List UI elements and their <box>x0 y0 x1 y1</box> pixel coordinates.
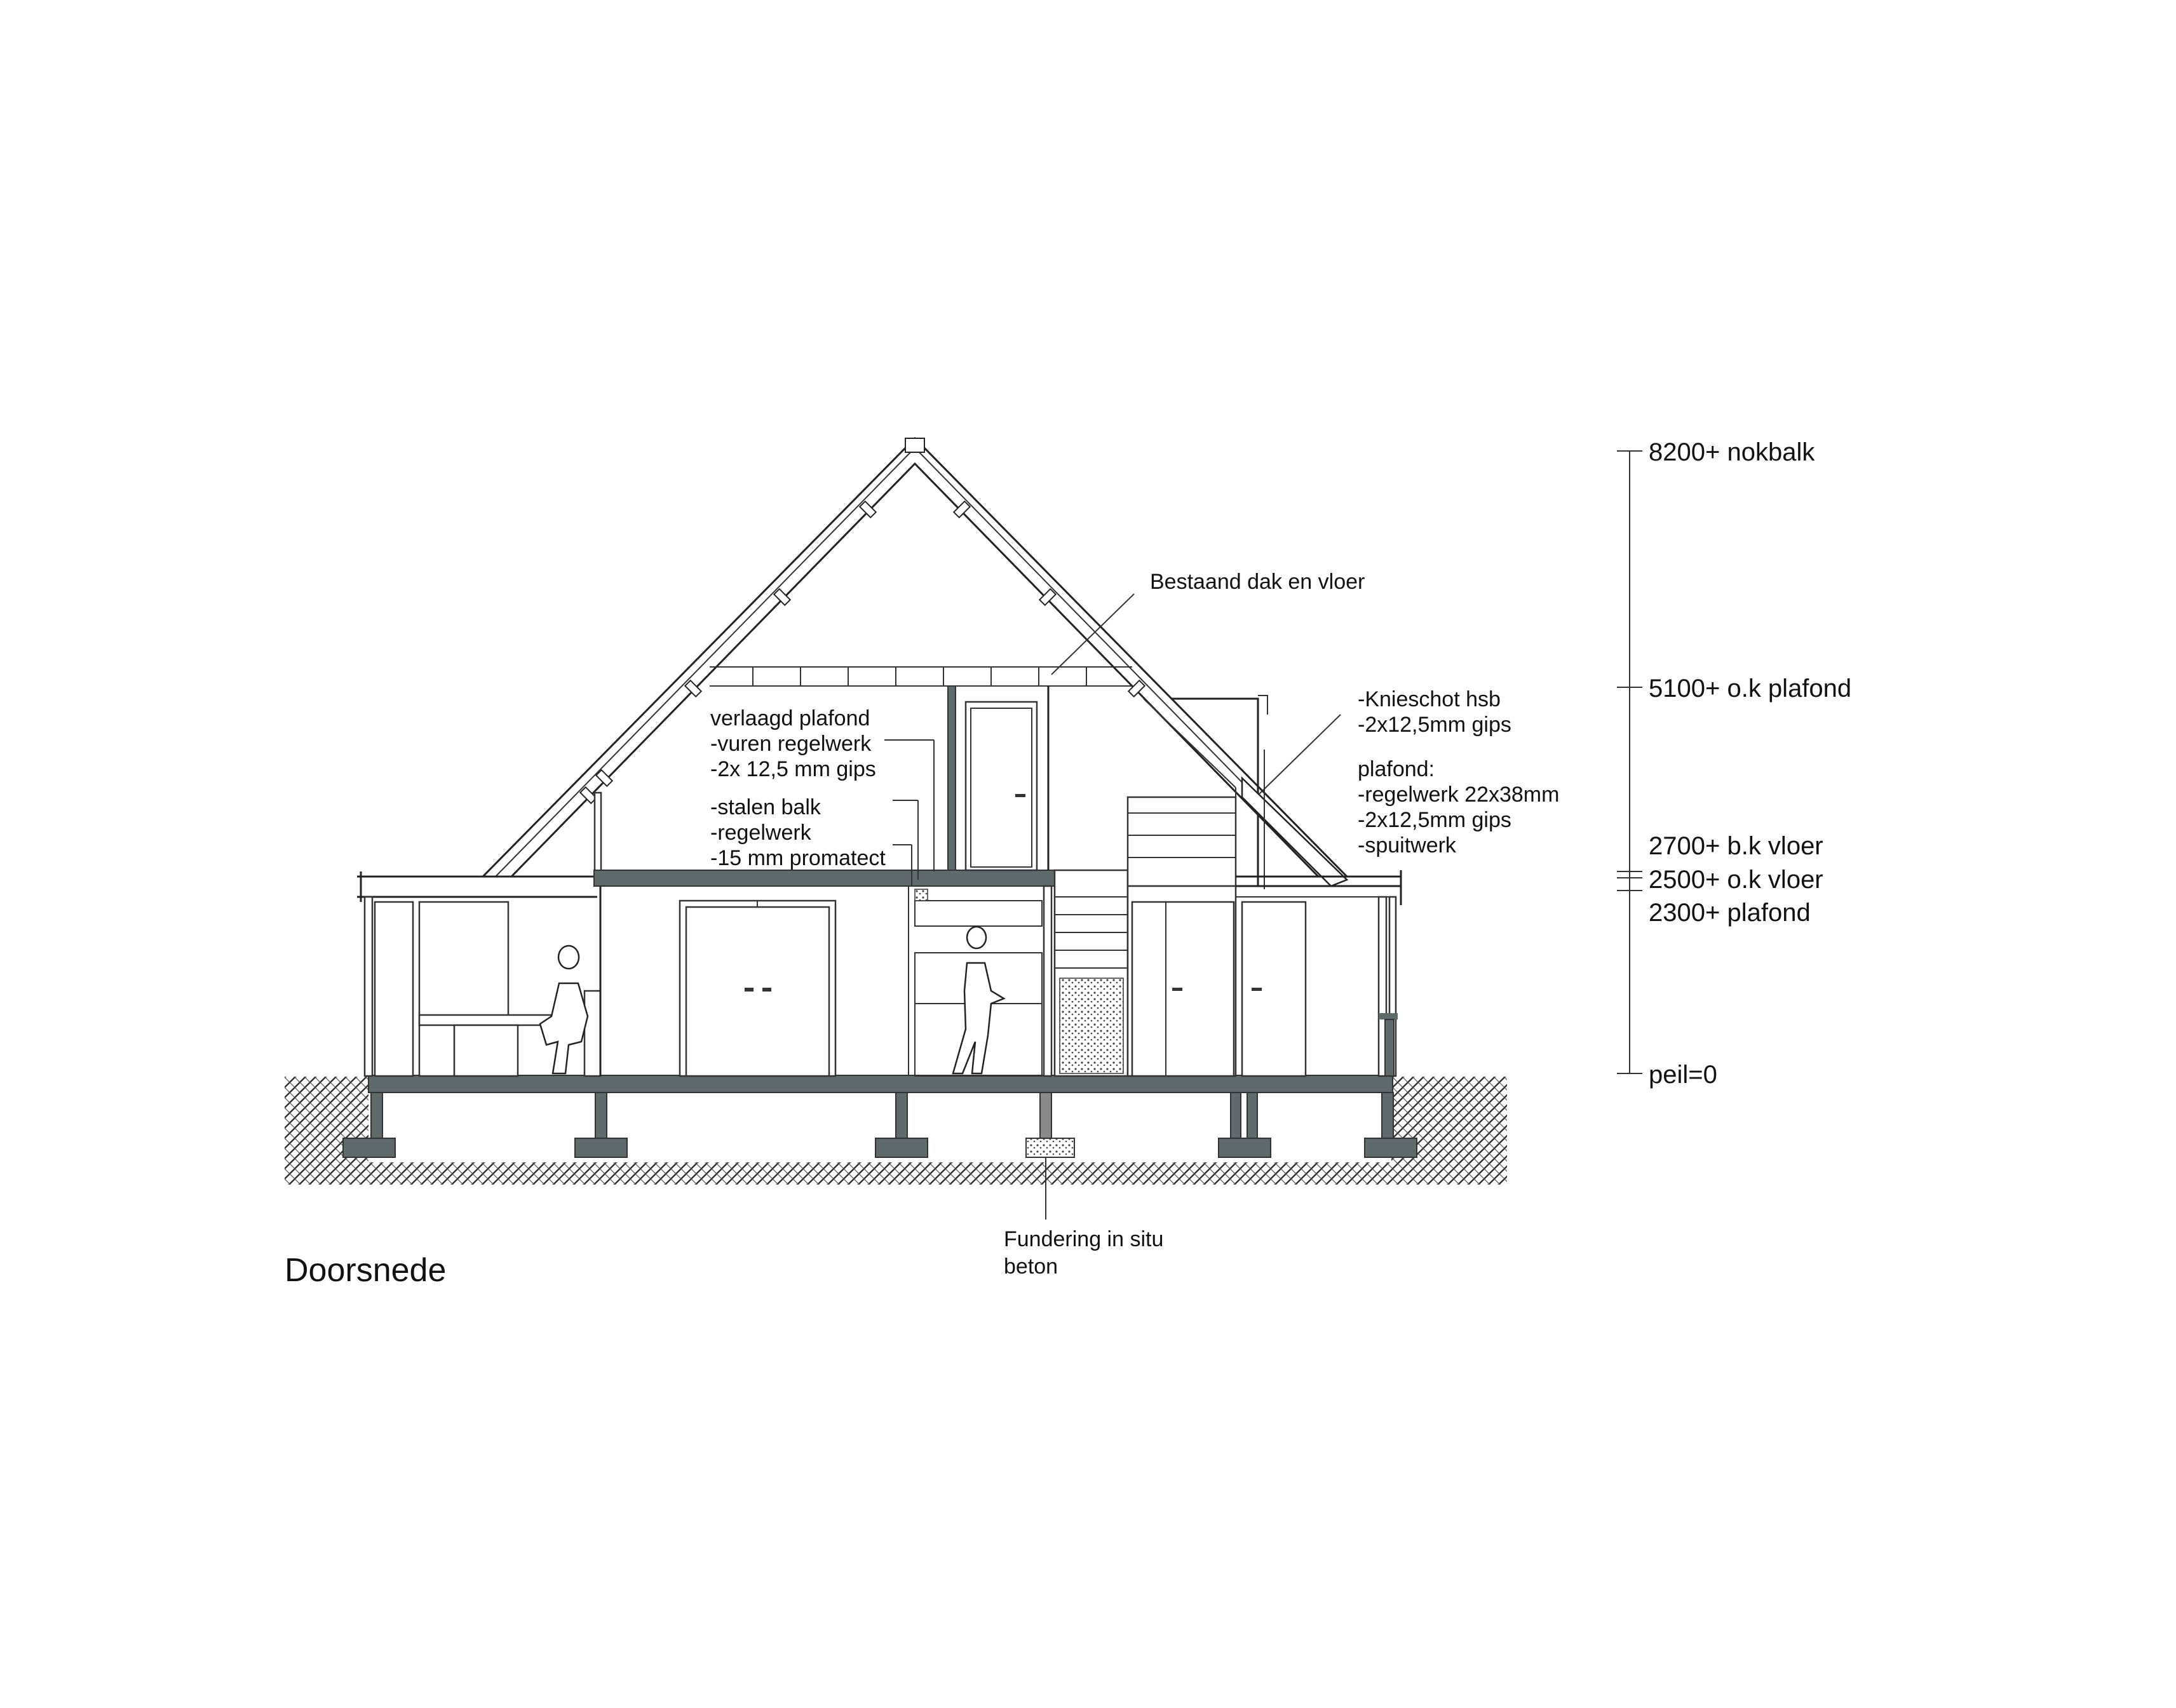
note-plafond: plafond: -regelwerk 22x38mm -2x12,5mm gi… <box>1358 757 1559 857</box>
svg-text:-stalen balk: -stalen balk <box>710 795 821 819</box>
ground-floor-slab <box>368 1075 1393 1093</box>
note-knieschot: -Knieschot hsb -2x12,5mm gips <box>1358 687 1511 737</box>
level-ok-vloer: 2500+ o.k vloer <box>1649 866 1823 894</box>
svg-text:verlaagd plafond: verlaagd plafond <box>710 706 870 730</box>
main-volume <box>593 685 1055 1077</box>
svg-text:-regelwerk 22x38mm: -regelwerk 22x38mm <box>1358 783 1559 807</box>
level-nokbalk: 8200+ nokbalk <box>1649 438 1815 466</box>
level-bk-vloer: 2700+ b.k vloer <box>1649 832 1823 860</box>
note-fundering: Fundering in situ beton <box>1004 1227 1163 1279</box>
svg-text:-2x12,5mm gips: -2x12,5mm gips <box>1358 713 1511 737</box>
svg-text:-15 mm promatect: -15 mm promatect <box>710 846 886 870</box>
level-ok-plafond: 5100+ o.k plafond <box>1649 675 1851 703</box>
level-plafond: 2300+ plafond <box>1649 899 1811 927</box>
svg-text:-regelwerk: -regelwerk <box>710 821 812 845</box>
svg-text:-spuitwerk: -spuitwerk <box>1358 833 1457 857</box>
svg-text:-Knieschot hsb: -Knieschot hsb <box>1358 687 1501 711</box>
svg-text:-vuren regelwerk: -vuren regelwerk <box>710 732 872 756</box>
svg-text:plafond:: plafond: <box>1358 757 1435 781</box>
note-bestaand-dak: Bestaand dak en vloer <box>1150 570 1365 594</box>
level-peil: peil=0 <box>1649 1061 1717 1089</box>
svg-text:Fundering in situ: Fundering in situ <box>1004 1227 1163 1251</box>
in-situ-foundation <box>1039 1092 1052 1139</box>
svg-text:-2x12,5mm gips: -2x12,5mm gips <box>1358 808 1511 832</box>
people-figures <box>539 925 1006 1075</box>
leader-lines <box>884 593 1341 1220</box>
foundations <box>342 1092 1417 1158</box>
drawing-title: Doorsnede <box>285 1252 446 1289</box>
svg-text:beton: beton <box>1004 1254 1058 1279</box>
note-verlaagd-plafond: verlaagd plafond -vuren regelwerk -2x 12… <box>710 706 876 781</box>
note-stalen-balk: -stalen balk -regelwerk -15 mm promatect <box>710 795 886 870</box>
level-axis <box>1617 450 1642 1074</box>
svg-text:-2x 12,5 mm gips: -2x 12,5 mm gips <box>710 757 876 781</box>
stair-block <box>1053 796 1402 1077</box>
left-annex <box>357 791 602 1077</box>
